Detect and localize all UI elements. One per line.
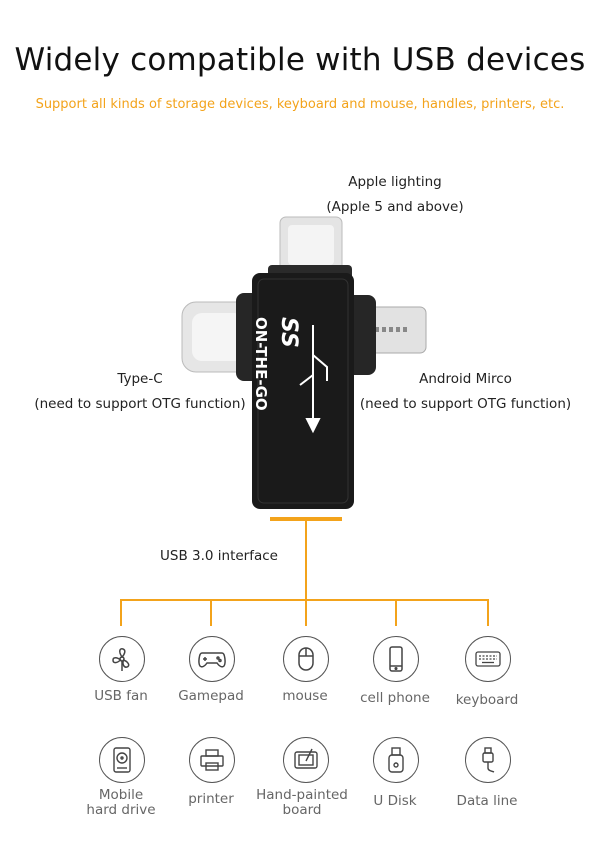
printer-icon — [189, 737, 235, 783]
apple-label-line1: Apple lighting — [348, 174, 442, 190]
device-label-drawing-board: Hand-painted board — [247, 788, 357, 818]
drawing-board-label-line2: board — [282, 802, 322, 818]
apple-label-line2: (Apple 5 and above) — [326, 199, 464, 215]
drawing-board-icon — [283, 737, 329, 783]
tree-drop-3 — [305, 599, 307, 626]
hard-drive-label-line2: hard drive — [86, 802, 156, 818]
apple-label: Apple lighting (Apple 5 and above) — [300, 170, 490, 220]
tree-drop-4 — [395, 599, 397, 626]
otg-adapter-image: SS ON-THE-GO — [181, 216, 427, 509]
usb-symbol — [299, 325, 328, 434]
tree-drop-5 — [487, 599, 489, 626]
fan-icon — [99, 636, 145, 682]
mouse-icon — [283, 636, 329, 682]
typec-label: Type-C (need to support OTG function) — [30, 367, 250, 417]
device-label-hard-drive: Mobile hard drive — [66, 788, 176, 818]
micro-label: Android Mirco (need to support OTG funct… — [358, 367, 573, 417]
otg-text: ON-THE-GO — [252, 317, 270, 411]
body-branding: SS ON-THE-GO — [252, 317, 301, 411]
usb-label: USB 3.0 interface — [160, 548, 278, 564]
device-label-data-line: Data line — [456, 793, 518, 809]
phone-icon — [373, 636, 419, 682]
micro-label-line2: (need to support OTG function) — [359, 396, 572, 412]
hard-drive-label-line1: Mobile — [98, 787, 144, 803]
device-label-gamepad: Gamepad — [178, 688, 244, 704]
data-line-icon — [465, 737, 511, 783]
device-label-keyboard: keyboard — [455, 692, 519, 708]
typec-label-line2: (need to support OTG function) — [34, 396, 246, 412]
typec-label-line1: Type-C — [117, 371, 163, 387]
tree-trunk — [305, 521, 307, 601]
page-subtitle: Support all kinds of storage devices, ke… — [35, 97, 565, 112]
tree-drop-2 — [210, 599, 212, 626]
device-label-mouse: mouse — [282, 688, 328, 704]
tree-drop-1 — [120, 599, 122, 626]
device-label-cell-phone: cell phone — [360, 690, 430, 706]
device-label-printer: printer — [188, 791, 234, 807]
hard-drive-icon — [99, 737, 145, 783]
adapter-body — [252, 273, 354, 509]
usb-port-indicator — [270, 517, 342, 521]
gamepad-icon — [189, 636, 235, 682]
ss-logo: SS — [276, 317, 301, 348]
tree-branch — [120, 599, 489, 601]
micro-label-line1: Android Mirco — [419, 371, 512, 387]
drawing-board-label-line1: Hand-painted — [256, 787, 348, 803]
device-label-u-disk: U Disk — [373, 793, 417, 809]
u-disk-icon — [373, 737, 419, 783]
page-title: Widely compatible with USB devices — [14, 42, 586, 78]
device-label-usb-fan: USB fan — [94, 688, 148, 704]
keyboard-icon — [465, 636, 511, 682]
